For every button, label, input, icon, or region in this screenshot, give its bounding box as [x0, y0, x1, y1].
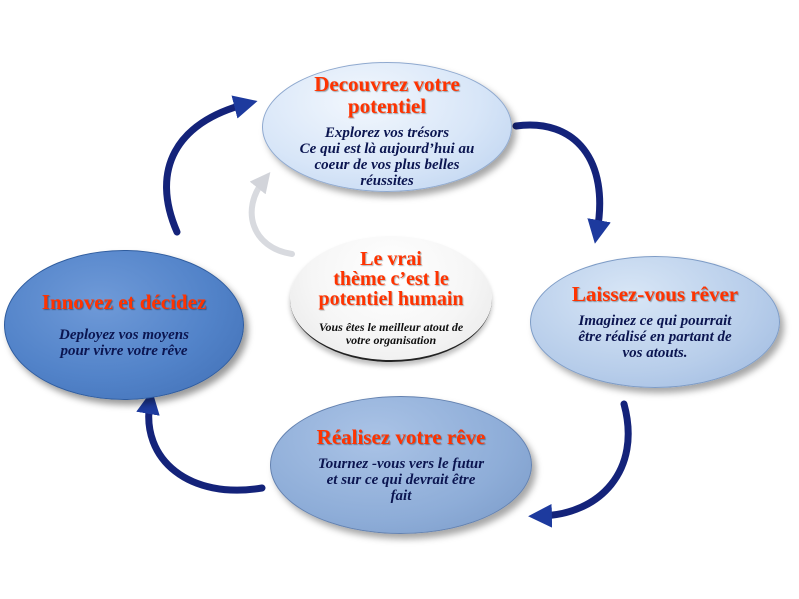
- node-laissez-title: Laissez-vous rêver: [571, 282, 739, 306]
- arrow-left-to-top: [163, 95, 258, 236]
- node-innovez: Innovez et décidez Deployez vos moyens p…: [4, 250, 244, 400]
- arrow-center-light: [248, 172, 295, 257]
- node-realisez: Réalisez votre rêve Tournez -vous vers l…: [270, 396, 532, 534]
- node-center: Le vrai thème c’est le potentiel humain …: [290, 236, 492, 362]
- arrow-right-to-bottom: [528, 400, 632, 528]
- node-innovez-title: Innovez et décidez: [41, 290, 207, 314]
- node-decouvrez-text: Explorez vos trésors Ce qui est là aujou…: [299, 125, 475, 189]
- arrow-bottom-to-left: [136, 390, 266, 494]
- node-realisez-text: Tournez -vous vers le futur et sur ce qu…: [317, 456, 485, 504]
- node-innovez-text: Deployez vos moyens pour vivre votre rêv…: [59, 327, 189, 359]
- node-realisez-title: Réalisez votre rêve: [316, 425, 486, 449]
- node-laissez-text: Imaginez ce qui pourrait être réalisé en…: [578, 313, 732, 361]
- node-decouvrez-title: Decouvrez votre potentiel: [314, 72, 460, 118]
- node-center-text: Vous êtes le meilleur atout de votre org…: [318, 320, 464, 347]
- arrow-top-to-right: [512, 121, 611, 244]
- node-decouvrez: Decouvrez votre potentiel Explorez vos t…: [262, 62, 512, 192]
- node-center-title: Le vrai thème c’est le potentiel humain: [318, 248, 464, 310]
- node-laissez: Laissez-vous rêver Imaginez ce qui pourr…: [530, 256, 780, 388]
